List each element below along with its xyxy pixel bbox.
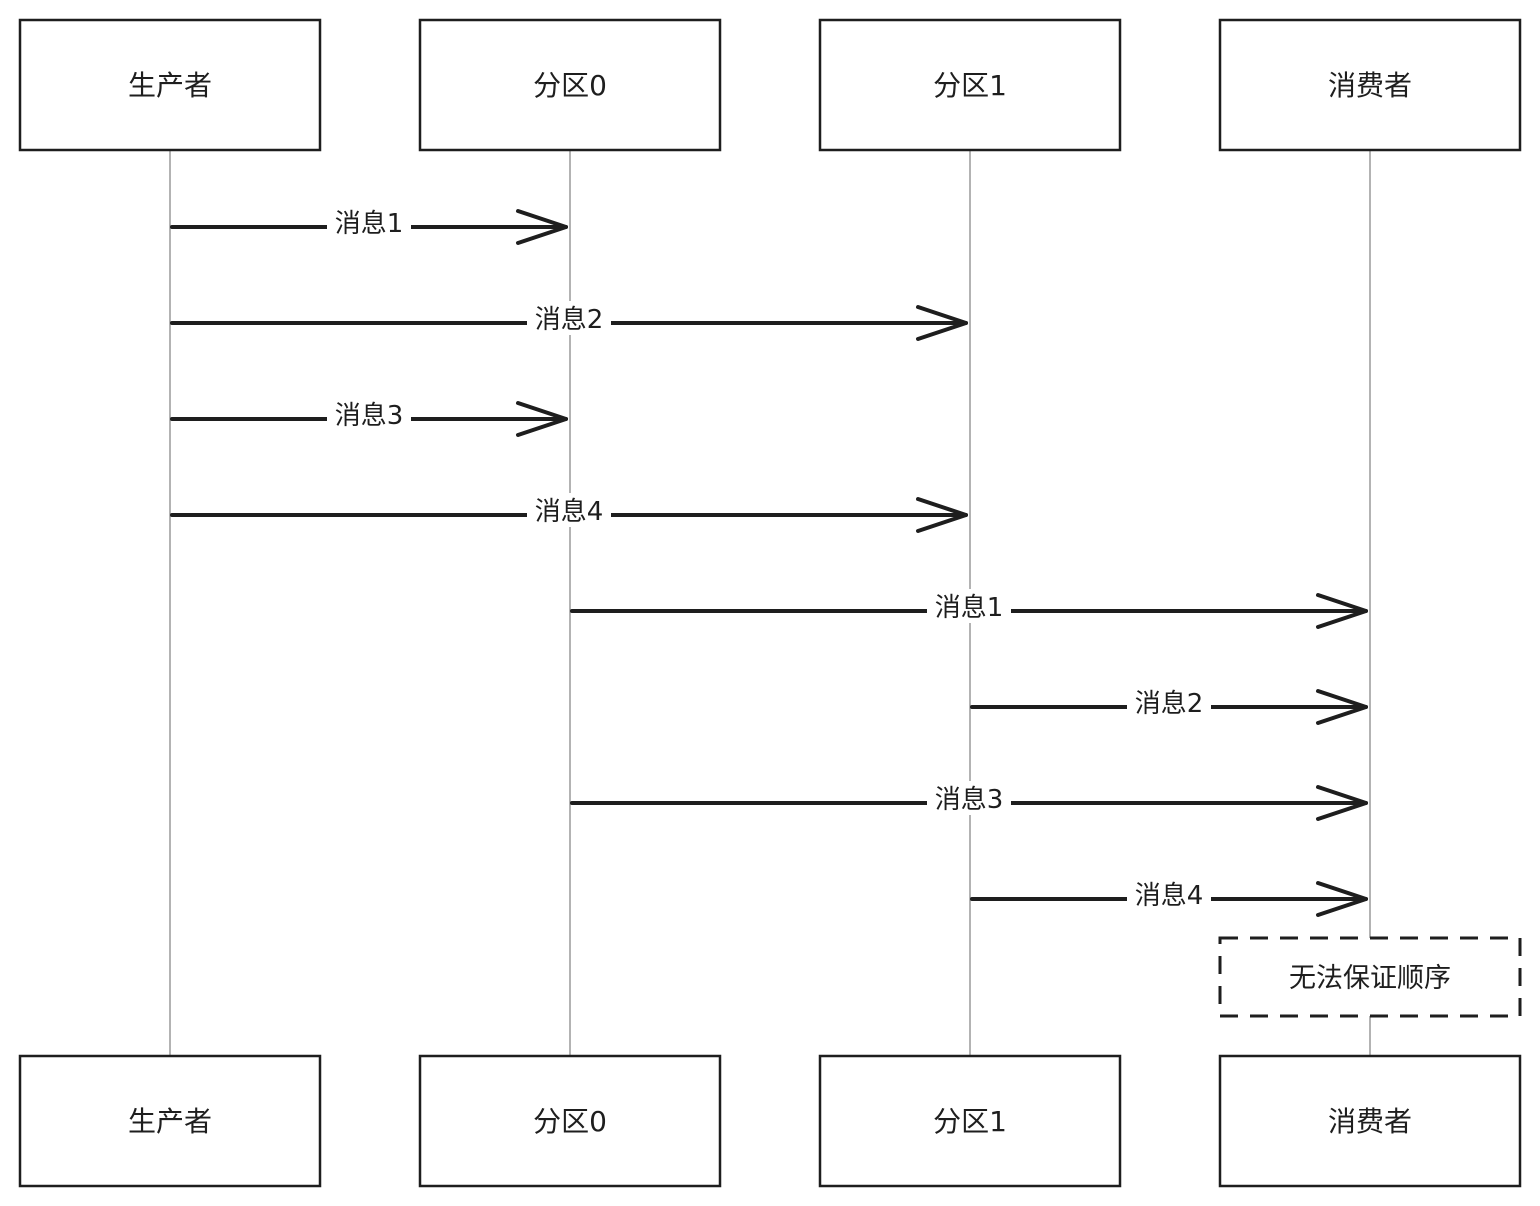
arrow-head-icon [1316, 593, 1368, 629]
message-7: 消息3 [570, 781, 1368, 821]
actor-label: 分区0 [533, 1105, 607, 1138]
actor-partition1-bottom: 分区1 [818, 1054, 1122, 1188]
actor-consumer-bottom: 消费者 [1218, 1054, 1522, 1188]
actor-producer-bottom: 生产者 [18, 1054, 322, 1188]
arrow-head-icon [1316, 785, 1368, 821]
actors-top: 生产者 分区0 分区1 消费者 [18, 18, 1522, 152]
lifelines [169, 150, 1371, 1056]
actor-partition0-top: 分区0 [418, 18, 722, 152]
actor-box-rect [418, 18, 722, 152]
message-label-bg [1127, 877, 1211, 911]
actor-box-rect [18, 18, 322, 152]
actor-producer-top: 生产者 [18, 18, 322, 152]
actor-label: 分区1 [933, 69, 1007, 102]
message-5: 消息1 [570, 589, 1368, 629]
actor-label: 消费者 [1328, 1105, 1412, 1138]
actor-partition0-bottom: 分区0 [418, 1054, 722, 1188]
arrow-head-icon [516, 209, 568, 245]
arrow-head-icon [1316, 881, 1368, 917]
actor-label: 分区0 [533, 69, 607, 102]
message-label: 消息2 [1135, 689, 1204, 719]
message-label-bg [327, 397, 411, 431]
actor-label: 分区1 [933, 1105, 1007, 1138]
message-3: 消息3 [170, 397, 568, 437]
message-label-bg [527, 301, 611, 335]
message-label-bg [927, 589, 1011, 623]
arrow-head-icon [916, 305, 968, 341]
message-2: 消息2 [170, 301, 968, 341]
message-label: 消息4 [1135, 881, 1204, 911]
arrow-head-icon [516, 401, 568, 437]
message-6: 消息2 [970, 685, 1368, 725]
actor-box-rect [418, 1054, 722, 1188]
actor-box-rect [1218, 1054, 1522, 1188]
actor-consumer-top: 消费者 [1218, 18, 1522, 152]
message-4: 消息4 [170, 493, 968, 533]
actor-label: 消费者 [1328, 69, 1412, 102]
message-label: 消息4 [535, 497, 604, 527]
message-1: 消息1 [170, 205, 568, 245]
note-box [1218, 936, 1522, 1018]
message-label: 消息3 [935, 785, 1004, 815]
message-label-bg [927, 781, 1011, 815]
message-label-bg [1127, 685, 1211, 719]
message-label: 消息3 [335, 401, 404, 431]
arrow-head-icon [1316, 689, 1368, 725]
note: 无法保证顺序 [1218, 936, 1522, 1018]
actor-box-rect [818, 1054, 1122, 1188]
message-label-bg [527, 493, 611, 527]
actor-label: 生产者 [128, 1105, 212, 1138]
message-label: 消息1 [935, 593, 1004, 623]
actor-box-rect [1218, 18, 1522, 152]
note-label: 无法保证顺序 [1289, 963, 1451, 994]
actors-bottom: 生产者 分区0 分区1 消费者 [18, 1054, 1522, 1188]
message-8: 消息4 [970, 877, 1368, 917]
message-label: 消息2 [535, 305, 604, 335]
messages: 消息1 消息2 消息3 消息4 消息1 消息2 消息3 消息4 [170, 205, 1368, 917]
actor-box-rect [18, 1054, 322, 1188]
arrow-head-icon [916, 497, 968, 533]
actor-partition1-top: 分区1 [818, 18, 1122, 152]
actor-box-rect [818, 18, 1122, 152]
message-label-bg [327, 205, 411, 239]
actor-label: 生产者 [128, 69, 212, 102]
message-label: 消息1 [335, 209, 404, 239]
